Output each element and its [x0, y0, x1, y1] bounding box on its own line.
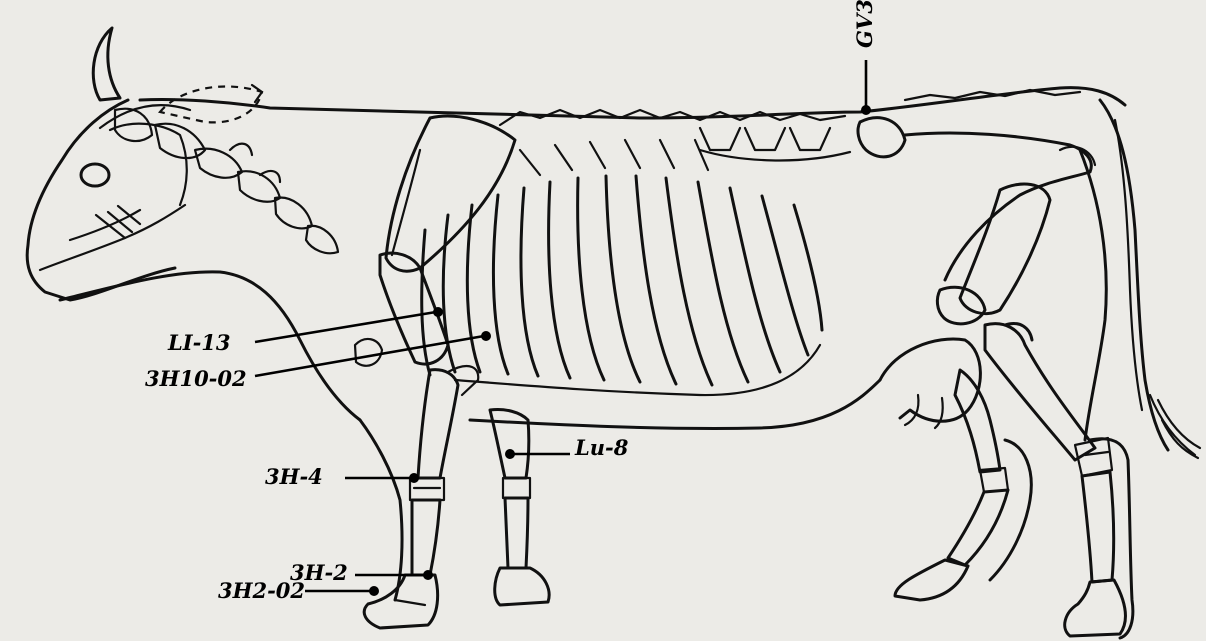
label-3h10-02: 3H10-02 — [145, 366, 247, 391]
acupoint-annotations: GV3-1 LI-13 3H10-02 Lu-8 3H-4 3H-2 — [145, 0, 877, 603]
label-lu-8: Lu-8 — [574, 435, 629, 460]
label-gv3-1: GV3-1 — [852, 0, 877, 48]
second-foreleg — [490, 409, 549, 605]
second-hindleg — [895, 370, 1031, 600]
point-lu-8: Lu-8 — [505, 435, 629, 460]
label-li-13: LI-13 — [167, 330, 231, 355]
label-3h2-02: 3H2-02 — [218, 578, 305, 603]
forelimb-bones — [355, 116, 515, 628]
label-3h-4: 3H-4 — [265, 464, 323, 489]
point-3h2-02: 3H2-02 — [218, 578, 379, 603]
rib-cage — [422, 140, 822, 395]
skull-and-neck-bones — [96, 109, 338, 254]
hindlimb-bones — [858, 118, 1133, 638]
point-gv3-1: GV3-1 — [852, 0, 877, 115]
